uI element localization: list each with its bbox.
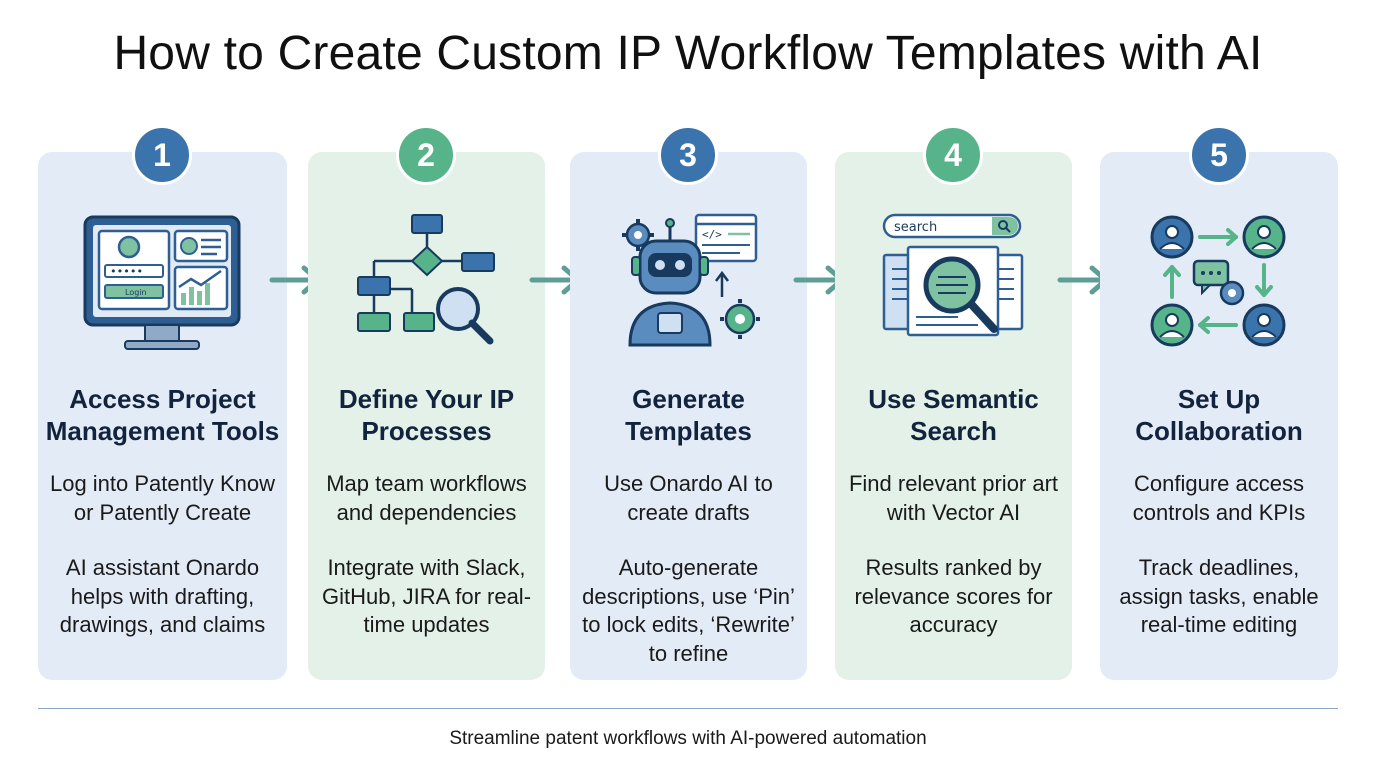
team-collaboration-icon (1134, 205, 1304, 365)
svg-text:•••••: ••••• (110, 265, 143, 278)
search-bar-label: search (894, 220, 937, 235)
step-description-4: Find relevant prior art with Vector AI R… (839, 470, 1068, 667)
step-title-4: Use Semantic Search (868, 384, 1039, 446)
step-description-2: Map team workflows and dependencies Inte… (312, 470, 541, 667)
step-description-1: Log into Patently Know or Patently Creat… (40, 470, 285, 667)
step-card-4 (835, 152, 1072, 680)
step-desc-secondary-3: Auto-generate descriptions, use ‘Pin’ to… (582, 555, 795, 666)
step-description-5: Configure access controls and KPIs Track… (1104, 470, 1334, 667)
flowchart-magnifier-icon (342, 205, 512, 365)
step-title-2: Define Your IP Processes (338, 384, 515, 446)
step-desc-secondary-4: Results ranked by relevance scores for a… (854, 555, 1053, 637)
step-desc-secondary-5: Track deadlines, assign tasks, enable re… (1119, 555, 1319, 637)
step-title-5: Set Up Collaboration (1135, 384, 1303, 446)
step-number-badge-2: 2 (396, 125, 456, 185)
step-number-badge-5: 5 (1189, 125, 1249, 185)
step-title-3: Generate Templates (625, 384, 752, 446)
step-card-3 (570, 152, 807, 680)
step-desc-secondary-1: AI assistant Onardo helps with drafting,… (59, 555, 266, 637)
step-number-badge-1: 1 (132, 125, 192, 185)
footer-tagline: Streamline patent workflows with AI-powe… (449, 728, 927, 749)
step-number-badge-4: 4 (923, 125, 983, 185)
step-description-3: Use Onardo AI to create drafts Auto-gene… (574, 470, 803, 695)
step-desc-primary-5: Configure access controls and KPIs (1132, 471, 1306, 525)
robot-gears-icon: </> (604, 205, 774, 365)
monitor-dashboard-icon: ••••• Login (77, 205, 247, 365)
footer-divider (38, 708, 1338, 709)
step-desc-secondary-2: Integrate with Slack, GitHub, JIRA for r… (321, 555, 532, 637)
page-title: How to Create Custom IP Workflow Templat… (113, 27, 1263, 80)
step-desc-primary-1: Log into Patently Know or Patently Creat… (49, 471, 276, 525)
step-card-5 (1100, 152, 1338, 680)
code-tag-label: </> (702, 228, 722, 241)
step-title-1: Access Project Management Tools (45, 384, 280, 446)
step-number-badge-3: 3 (658, 125, 718, 185)
step-desc-primary-2: Map team workflows and dependencies (326, 471, 527, 525)
step-desc-primary-3: Use Onardo AI to create drafts (604, 471, 773, 525)
step-desc-primary-4: Find relevant prior art with Vector AI (848, 471, 1059, 525)
search-documents-icon: search (868, 205, 1038, 365)
login-label: Login (125, 288, 147, 297)
